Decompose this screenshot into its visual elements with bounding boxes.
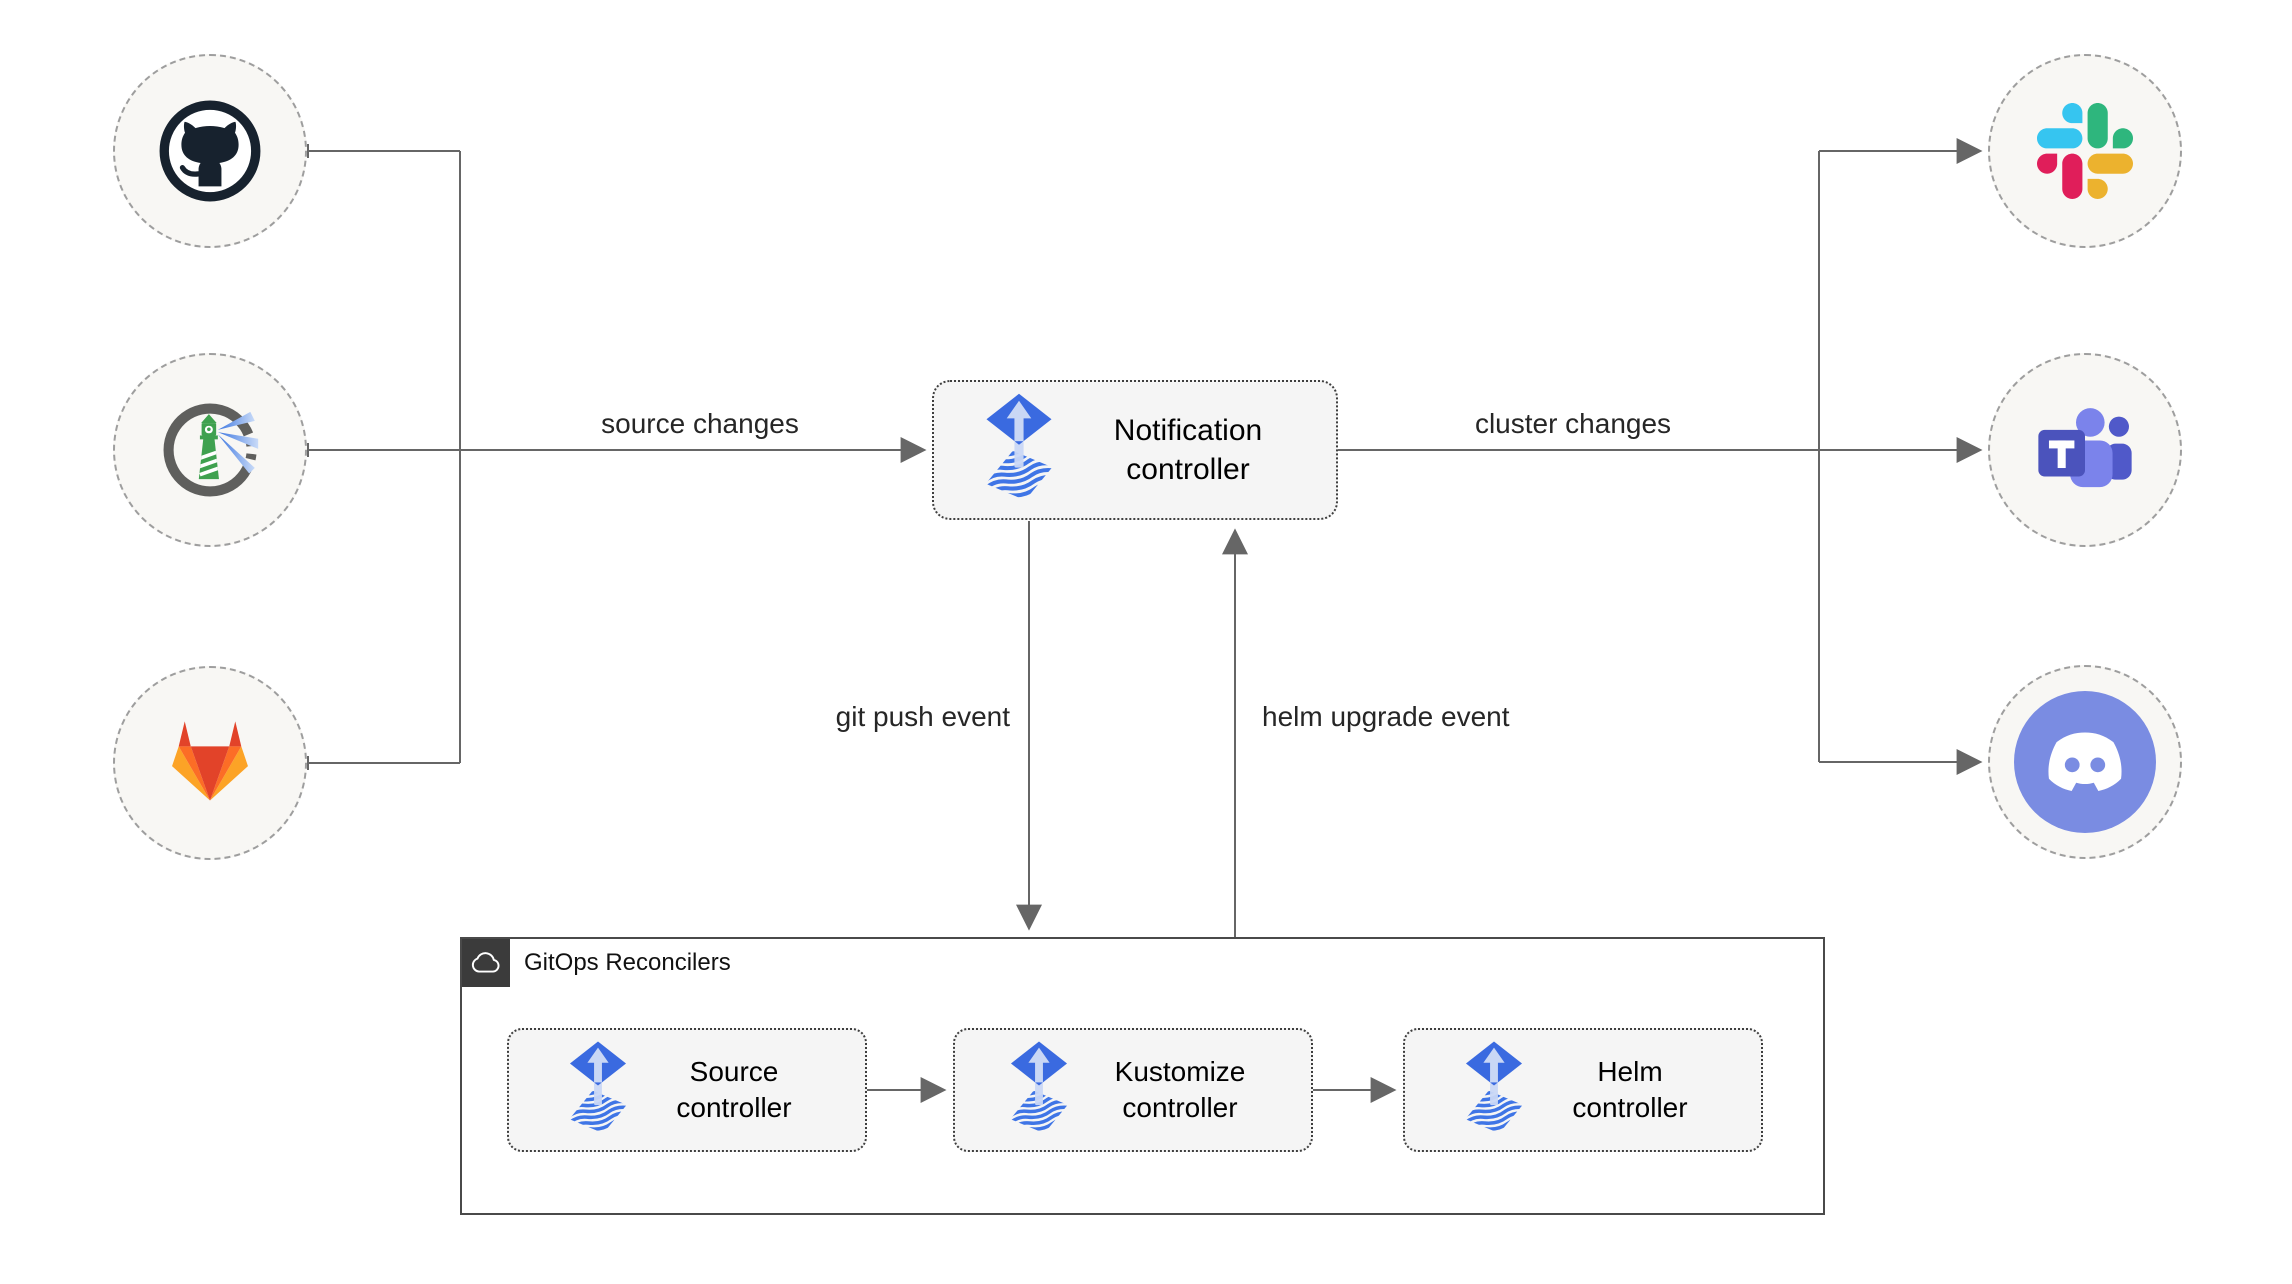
- edge-label-git-push-event: git push event: [835, 701, 1010, 732]
- flux-icon: [1001, 1040, 1077, 1140]
- gitlab-icon: [172, 721, 248, 801]
- node-label: Kustomize controller: [1114, 1055, 1246, 1123]
- edge-label-cluster-changes: cluster changes: [1474, 408, 1672, 439]
- target-node-teams[interactable]: [1988, 353, 2182, 547]
- flux-icon: [975, 392, 1063, 508]
- edge-label-source-changes: source changes: [601, 408, 799, 439]
- group-title: GitOps Reconcilers: [524, 949, 731, 976]
- target-node-discord[interactable]: [1988, 665, 2182, 859]
- flux-icon: [1456, 1040, 1532, 1140]
- github-icon: [159, 100, 261, 202]
- node-notification-controller[interactable]: Notification controller: [932, 380, 1338, 520]
- node-source-controller[interactable]: Source controller: [507, 1028, 867, 1152]
- edge-right-trunk: [1338, 151, 1820, 762]
- edge-label-helm-upgrade-event: helm upgrade event: [1262, 701, 1510, 732]
- teams-icon: [2038, 408, 2132, 488]
- discord-icon: [2014, 691, 2156, 833]
- node-helm-controller[interactable]: Helm controller: [1403, 1028, 1763, 1152]
- node-label: Notification controller: [1113, 414, 1263, 486]
- cloud-icon: [471, 952, 500, 973]
- target-node-slack[interactable]: [1988, 54, 2182, 248]
- edge-left-trunk: [308, 150, 461, 764]
- node-label: Source controller: [676, 1055, 792, 1123]
- source-node-github[interactable]: [113, 54, 307, 248]
- node-kustomize-controller[interactable]: Kustomize controller: [953, 1028, 1313, 1152]
- slack-icon: [2037, 103, 2133, 199]
- harbor-icon: [163, 403, 259, 497]
- node-label: Helm controller: [1572, 1055, 1688, 1123]
- source-node-harbor[interactable]: [113, 353, 307, 547]
- group-badge: [462, 939, 510, 987]
- flux-icon: [560, 1040, 636, 1140]
- source-node-gitlab[interactable]: [113, 666, 307, 860]
